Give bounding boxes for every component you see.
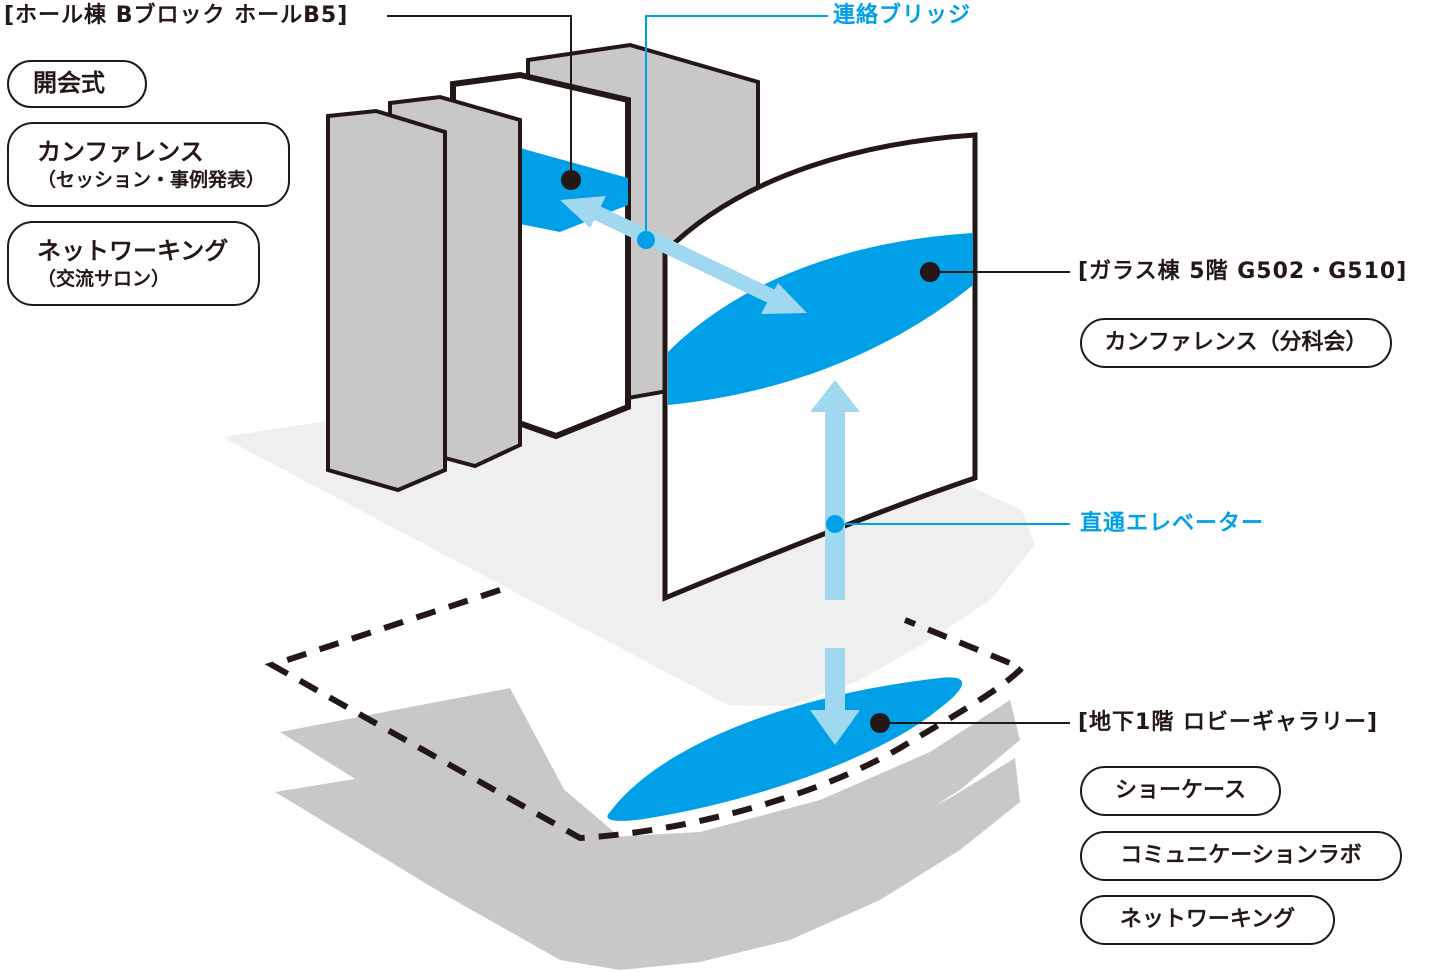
- hall-callout: [ホール棟 Bブロック ホールB5]: [4, 3, 349, 28]
- basement-tag-showcase-label: ショーケース: [1115, 777, 1246, 803]
- bridge-leader-line: [645, 15, 828, 240]
- basement-tag-networking: ネットワーキング: [1080, 895, 1335, 945]
- basement-callout: [地下1階 ロビーギャラリー]: [1078, 710, 1379, 735]
- glass-marker-dot: [920, 262, 940, 282]
- elevator-shaft-lower: [825, 648, 845, 712]
- glass-floor-band: [668, 233, 973, 405]
- hall-tag-conference-label: カンファレンス: [37, 137, 204, 166]
- basement-layer-upper: [280, 688, 1020, 900]
- basement-marker-dot: [870, 713, 890, 733]
- bridge-arrow-head-left: [560, 196, 606, 228]
- hall-tag-opening: 開会式: [7, 60, 147, 108]
- elevator-arrow-head-up: [810, 380, 860, 412]
- hall-marker-dot: [561, 170, 581, 190]
- hall-block-front: [326, 108, 447, 493]
- hall-tag-conference-sub: （セッション・事例発表）: [37, 168, 266, 191]
- hall-leader-line: [387, 15, 572, 180]
- hall-tag-conference: カンファレンス （セッション・事例発表）: [7, 122, 290, 207]
- hall-tag-networking-sub: （交流サロン）: [37, 267, 171, 290]
- basement-tag-networking-label: ネットワーキング: [1119, 906, 1296, 932]
- bridge-callout: 連絡ブリッジ: [833, 3, 972, 28]
- glass-tag-conference: カンファレンス（分科会）: [1080, 318, 1392, 368]
- bridge-marker-dot: [637, 231, 655, 249]
- basement-lobby-area: [607, 677, 963, 821]
- basement-outline: [264, 587, 1028, 842]
- bridge-arrow-shaft: [591, 205, 779, 305]
- glass-tag-conference-label: カンファレンス（分科会）: [1104, 329, 1368, 355]
- hall-tag-networking: ネットワーキング （交流サロン）: [7, 221, 260, 306]
- basement-tag-showcase: ショーケース: [1080, 766, 1281, 816]
- elevator-marker-dot: [826, 515, 844, 533]
- glass-callout: [ガラス棟 5階 G502・G510]: [1078, 259, 1408, 284]
- elevator-shaft-upper: [825, 408, 845, 600]
- elevator-arrow-head-down: [810, 710, 860, 745]
- basement-tag-communication-lab-label: コミュニケーションラボ: [1120, 842, 1362, 868]
- basement-tag-communication-lab: コミュニケーションラボ: [1080, 831, 1402, 881]
- hall-tag-opening-label: 開会式: [33, 69, 105, 98]
- bridge-arrow-head-right: [761, 283, 807, 314]
- hall-tag-networking-label: ネットワーキング: [37, 236, 229, 265]
- elevator-callout: 直通エレベーター: [1080, 511, 1265, 536]
